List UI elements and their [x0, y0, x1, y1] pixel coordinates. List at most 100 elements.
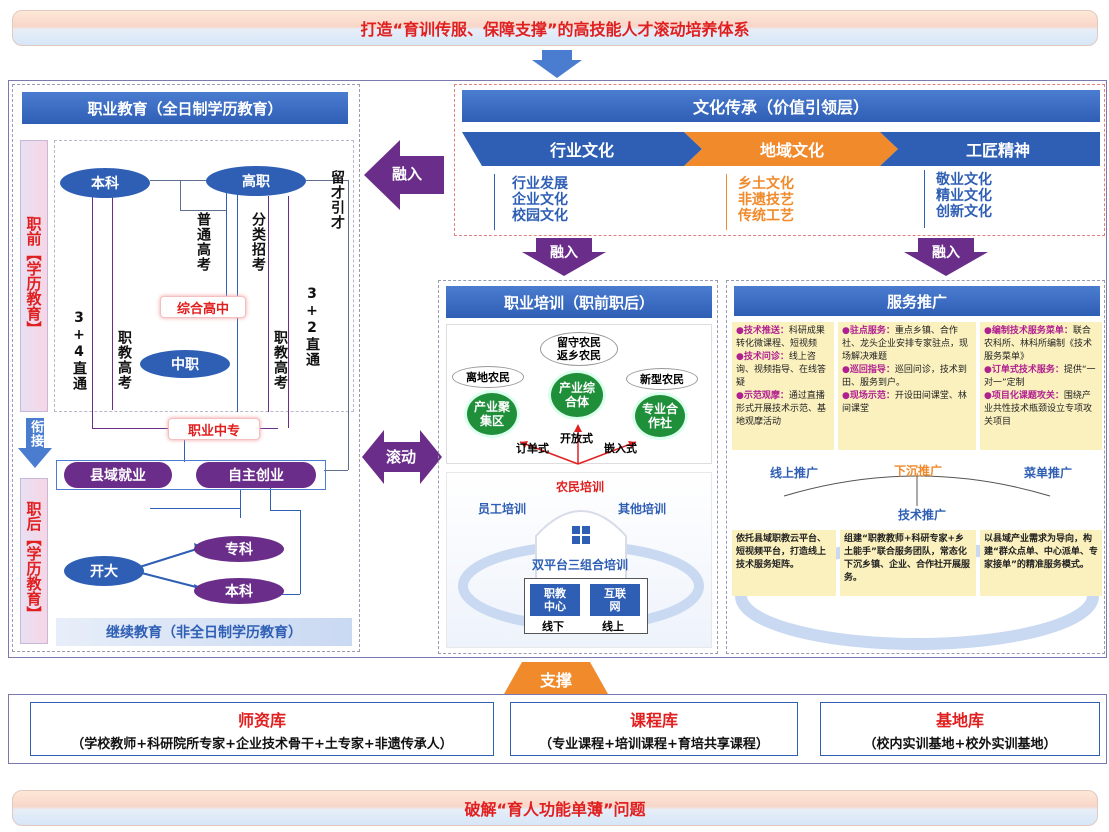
svc-key: ●示范观摩：: [736, 391, 789, 401]
promo-1: 线上推广: [770, 466, 819, 480]
culture-tabs: [462, 132, 1100, 166]
node-xianyu: 县域就业: [64, 462, 172, 488]
service-col-2: ●驻点服务：重点乡镇、合作社、龙头企业安排专家驻点，现场解决难题 ●巡回指导：巡…: [838, 322, 976, 450]
node-benke-2-text: 本科: [225, 584, 253, 600]
svc-val: 通过直播形式开展技术示范、基地观摩活动: [736, 391, 827, 427]
bottom-title: 破解“育人功能单薄”问题: [464, 800, 646, 819]
gundong-label: 滚动: [386, 448, 417, 466]
svc-val: 科研成果转化微课程、短视频: [736, 326, 825, 349]
culture-col3: 敬业文化 精业文化 创新文化: [936, 172, 992, 220]
training-panel: [438, 280, 718, 654]
green-3-text: 专业合作社: [642, 402, 679, 430]
lib-base: 基地库 （校内实训基地+校外实训基地）: [820, 702, 1100, 756]
platform-arch: [458, 510, 704, 631]
left-footer: 继续教育（非全日制学历教育）: [56, 618, 352, 646]
promo-center: 技术推广: [898, 508, 947, 522]
line: [324, 470, 348, 471]
service-header: 服务推广: [734, 286, 1100, 316]
culture-item: 敬业文化: [936, 172, 992, 188]
svc-key: ●项目化课题攻关：: [984, 391, 1064, 401]
node-benke: 本科: [60, 168, 150, 198]
culture-col2: 乡土文化 非遗技艺 传统工艺: [738, 176, 794, 224]
line: [282, 594, 300, 595]
svc-item: ●驻点服务：重点乡镇、合作社、龙头企业安排专家驻点，现场解决难题: [842, 325, 972, 364]
promo-3: 菜单推广: [1024, 466, 1073, 480]
farmer-2-text: 留守农民返乡农民: [557, 336, 601, 362]
box-zhijiao: 职教中心: [530, 584, 580, 616]
line: [180, 210, 226, 211]
culture-header: 文化传承（价值引领层）: [462, 90, 1100, 122]
training-header: 职业培训（职前职后）: [446, 286, 712, 318]
rongru-down-arrow-icon: [904, 238, 988, 276]
culture-col1: 行业发展 企业文化 校园文化: [512, 176, 568, 224]
lib-course: 课程库 （专业课程+培训课程+育培共享课程）: [510, 702, 798, 756]
green-1: 产业聚集区: [464, 390, 520, 438]
line: [268, 196, 269, 412]
svc-key: ●订单式技术服务：: [984, 365, 1064, 375]
svc-item: ●现场示范：开设田间课堂、林间课堂: [842, 390, 972, 416]
line: [288, 196, 289, 428]
line: [726, 174, 727, 230]
node-zhongzhi: 中职: [140, 350, 230, 378]
lib-course-title: 课程库: [629, 711, 678, 730]
node-zhuanke: 专科: [194, 536, 284, 562]
lib-teacher-title: 师资库: [237, 711, 286, 730]
left-header: 职业教育（全日制学历教育）: [22, 92, 348, 124]
t-left: 员工培训: [478, 502, 527, 516]
lib-base-desc: （校内实训基地+校外实训基地）: [863, 737, 1057, 752]
employment-row: [56, 460, 326, 490]
tab-diyu: 地域文化: [759, 141, 824, 160]
culture-item: 企业文化: [512, 192, 568, 208]
side-post-text: 职后【学历教育】: [24, 501, 43, 621]
side-pre: 职前【学历教育】: [20, 140, 48, 412]
rongru-down-arrow-icon: [522, 238, 606, 276]
lib-teacher: 师资库 （学校教师+科研院所专家+企业技术骨干+土专家+非遗传承人）: [30, 702, 494, 756]
label-online: 线上: [602, 620, 624, 633]
line: [150, 508, 240, 509]
svc-key: ●技术问诊：: [736, 352, 789, 362]
node-zhiyezhongzhuan: 职业中专: [168, 418, 260, 440]
svc-key: ●现场示范：: [842, 391, 895, 401]
node-gaozhi-text: 高职: [242, 174, 270, 190]
culture-item: 创新文化: [936, 204, 992, 220]
left-footer-text: 继续教育（非全日制学历教育）: [106, 625, 302, 641]
label-3-4: 3+4直通: [71, 310, 87, 391]
promo-2: 下沉推广: [894, 464, 943, 478]
green-2-text: 产业综合体: [559, 381, 596, 409]
label-3-2: 3+2直通: [304, 286, 320, 367]
promo-desc-2: 组建“职教教师+科研专家+乡土能手”联合服务团队，常态化下沉乡镇、企业、合作社开…: [840, 530, 976, 596]
svc-val: 开设田间课堂、林间课堂: [842, 391, 967, 414]
line: [180, 180, 181, 210]
node-kaida-text: 开大: [90, 564, 118, 580]
culture-item: 行业发展: [512, 176, 568, 192]
tab-hangye: 行业文化: [549, 141, 614, 160]
left-header-text: 职业教育（全日制学历教育）: [87, 99, 283, 118]
svc-key: ●技术推送：: [736, 326, 789, 336]
line: [92, 196, 93, 428]
svc-item: ●技术问诊：线上咨询、视频指导、在线答疑: [736, 351, 830, 390]
svc-key: ●编制技术服务菜单：: [984, 326, 1073, 336]
svc-val: 线上咨询、视频指导、在线答疑: [736, 352, 827, 388]
node-zhiyezhongzhuan-text: 职业中专: [187, 423, 240, 439]
main-frame: [8, 80, 1107, 658]
green-3: 专业合作社: [632, 392, 688, 440]
line: [300, 510, 301, 594]
svc-val: 重点乡镇、合作社、龙头企业安排专家驻点，现场解决难题: [842, 326, 969, 362]
line: [112, 196, 113, 410]
mode-3: 嵌入式: [604, 442, 637, 455]
node-zizhu: 自主创业: [196, 462, 316, 488]
rongru-down-label-2: 融入: [932, 245, 960, 261]
service-header-text: 服务推广: [886, 292, 947, 311]
green-2: 产业综合体: [548, 370, 606, 420]
farmer-1: 离地农民: [452, 366, 524, 388]
lib-course-desc: （专业课程+培训课程+育培共享课程）: [539, 737, 769, 752]
tab-gongjiang: 工匠精神: [965, 141, 1030, 160]
svc-val: 提供“一对一”定制: [984, 365, 1096, 388]
line: [348, 180, 349, 470]
side-post: 职后【学历教育】: [20, 478, 48, 644]
svc-item: ●编制技术服务菜单：联合农科所、林科所编制《技术服务菜单》: [984, 325, 1098, 364]
culture-header-text: 文化传承（价值引领层）: [692, 98, 869, 117]
library-frame: [8, 694, 1107, 764]
label-liucai: 留才引才: [329, 170, 345, 230]
bottom-title-banner: 破解“育人功能单薄”问题: [12, 790, 1098, 826]
